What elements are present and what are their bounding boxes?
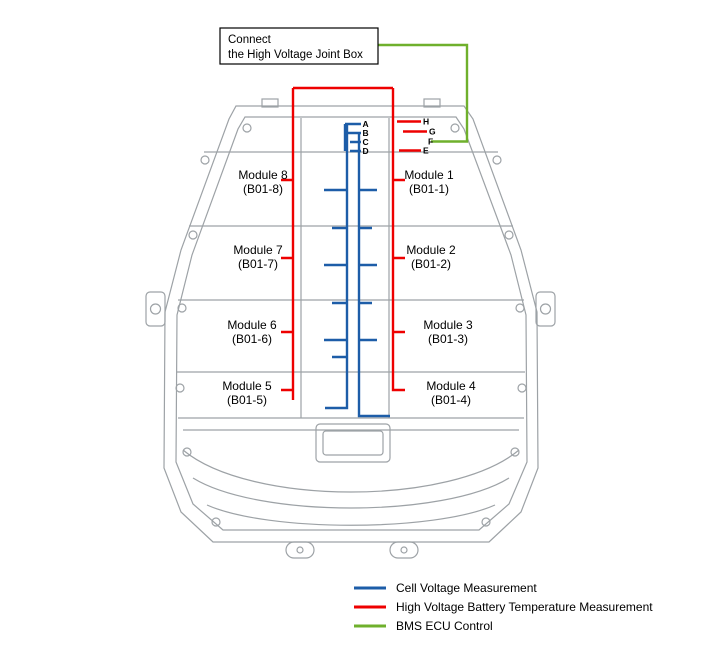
module-4-name: Module 4 — [426, 379, 476, 393]
bolt-hole-icon — [510, 447, 520, 457]
cell-voltage-right-taps — [359, 188, 377, 342]
module-2-code: (B01-2) — [411, 257, 451, 271]
connector-a-label: A — [363, 119, 369, 129]
module-6-code: (B01-6) — [232, 332, 272, 346]
module-1-name: Module 1 — [404, 168, 454, 182]
module-7-name: Module 7 — [233, 243, 283, 257]
side-ear-right-hole-icon — [539, 303, 552, 315]
connector-b-label: B — [363, 128, 369, 138]
module-2-name: Module 2 — [406, 243, 456, 257]
bolt-hole-icon — [517, 383, 527, 393]
bolt-hole-icon — [481, 517, 491, 527]
bolt-hole-icon — [515, 303, 525, 313]
module-5-name: Module 5 — [222, 379, 272, 393]
connector-g-label: G — [429, 127, 436, 137]
front-slope-curves — [182, 449, 520, 526]
legend: Cell Voltage Measurement High Voltage Ba… — [353, 580, 653, 633]
temperature-right-rail — [391, 88, 405, 392]
bms-ecu-control-harness — [378, 43, 469, 143]
pack-inner-edge — [175, 116, 528, 531]
callout-box — [219, 27, 379, 65]
bolt-hole-icon — [182, 447, 192, 457]
legend-item-cell-voltage: Cell Voltage Measurement — [353, 580, 653, 595]
bolt-hole-icon — [175, 383, 185, 393]
connector-h-label: H — [423, 117, 429, 127]
module-5-code: (B01-5) — [227, 393, 267, 407]
connector-e-label: E — [423, 146, 429, 156]
top-tab-left — [261, 98, 279, 108]
cell-voltage-left-taps — [324, 188, 347, 359]
module-8-code: (B01-8) — [243, 182, 283, 196]
legend-item-bms-ecu: BMS ECU Control — [353, 618, 653, 633]
front-component-inner — [322, 430, 384, 456]
bolt-holes — [175, 123, 527, 527]
temperature-left-taps — [281, 178, 293, 392]
legend-label-bms-ecu: BMS ECU Control — [396, 618, 493, 633]
center-channel-lines — [300, 118, 390, 418]
module-7-code: (B01-7) — [238, 257, 278, 271]
bms-ecu-line-icon — [354, 624, 386, 627]
module-6-name: Module 6 — [227, 318, 277, 332]
bolt-hole-icon — [177, 303, 187, 313]
temperature-connector-stubs — [397, 120, 427, 152]
pack-outer-edge — [163, 105, 539, 543]
bottom-tab-left — [285, 541, 315, 559]
bolt-hole-icon — [242, 123, 252, 133]
connector-f-label: F — [428, 137, 433, 147]
side-ear-right — [535, 291, 556, 327]
connector-c-label: C — [363, 137, 369, 147]
module-labels: Module 8 (B01-8) Module 1 (B01-1) Module… — [222, 168, 476, 407]
module-1-code: (B01-1) — [409, 182, 449, 196]
callout-joint-box: Connect the High Voltage Joint Box — [219, 27, 379, 65]
module-3-code: (B01-3) — [428, 332, 468, 346]
cell-voltage-right-rail — [357, 133, 390, 418]
bolt-hole-icon — [211, 517, 221, 527]
front-component-outer — [315, 423, 391, 463]
bolt-hole-icon — [492, 155, 502, 165]
cell-voltage-line-icon — [354, 586, 386, 589]
temperature-measurement-harness — [281, 86, 427, 400]
bottom-tab-right-hole-icon — [400, 546, 408, 554]
cell-voltage-left-rail — [325, 124, 349, 410]
top-tab-right — [423, 98, 441, 108]
bottom-tab-left-hole-icon — [296, 546, 304, 554]
cell-voltage-connector-stubs — [345, 122, 361, 153]
bolt-hole-icon — [450, 123, 460, 133]
bolt-hole-icon — [200, 155, 210, 165]
callout-line2: the High Voltage Joint Box — [228, 49, 363, 61]
cell-voltage-harness — [324, 122, 390, 418]
bottom-tab-right — [389, 541, 419, 559]
battery-pack-diagram: Connect the High Voltage Joint Box A B C… — [145, 27, 556, 559]
battery-pack-drawing — [145, 98, 556, 559]
module-4-code: (B01-4) — [431, 393, 471, 407]
connector-letters: A B C D H G F E — [363, 117, 437, 157]
legend-item-temperature: High Voltage Battery Temperature Measure… — [353, 599, 653, 614]
bolt-hole-icon — [188, 230, 198, 240]
temperature-line-icon — [354, 605, 386, 608]
side-ear-left-hole-icon — [149, 303, 162, 315]
bms-control-line — [378, 43, 469, 143]
legend-label-temperature: High Voltage Battery Temperature Measure… — [396, 599, 653, 614]
callout-line1: Connect — [228, 34, 272, 46]
temperature-right-taps — [393, 178, 405, 334]
bolt-hole-icon — [504, 230, 514, 240]
side-ear-left — [145, 291, 166, 327]
module-8-name: Module 8 — [238, 168, 288, 182]
connector-d-label: D — [363, 146, 369, 156]
module-3-name: Module 3 — [423, 318, 473, 332]
legend-label-cell-voltage: Cell Voltage Measurement — [396, 580, 537, 595]
